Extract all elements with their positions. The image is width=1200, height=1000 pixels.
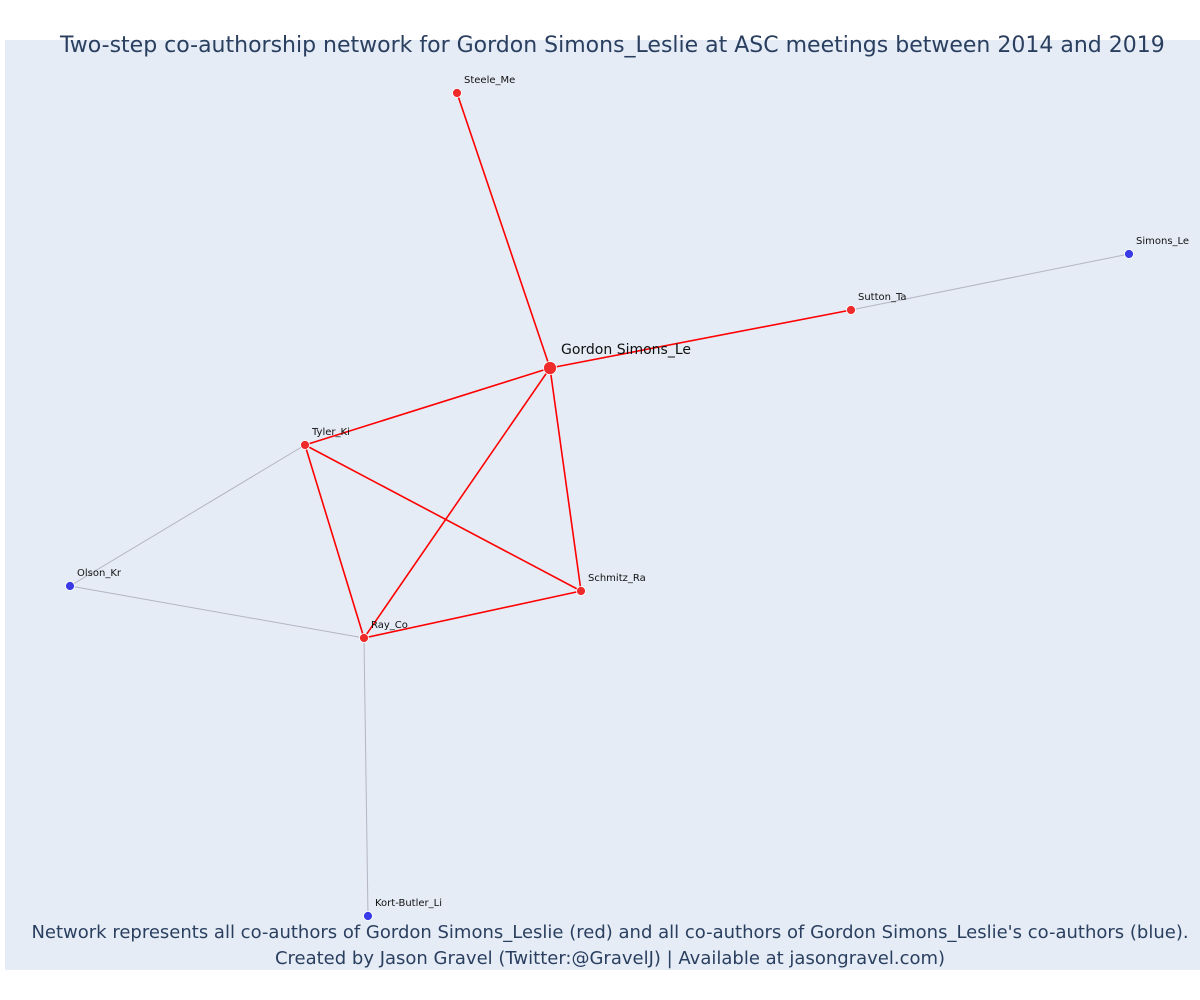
node-tyler[interactable] — [300, 440, 310, 450]
edge-gordon-ray — [363, 367, 551, 639]
edge-gordon-sutton — [549, 309, 852, 369]
caption-line-2: Created by Jason Gravel (Twitter:@Gravel… — [275, 948, 945, 969]
node-kort[interactable] — [363, 911, 373, 921]
node-label-sutton: Sutton_Ta — [858, 292, 907, 303]
edge-ray-kort — [363, 637, 369, 917]
edge-olson-ray — [69, 585, 365, 639]
edge-sutton-simons — [850, 253, 1130, 311]
node-label-ray: Ray_Co — [371, 620, 408, 631]
node-label-schmitz: Schmitz_Ra — [588, 573, 646, 584]
edges-layer — [69, 92, 1130, 917]
edge-ray-schmitz — [363, 590, 582, 639]
node-schmitz[interactable] — [576, 586, 586, 596]
edge-gordon-steele — [456, 92, 551, 369]
chart-title: Two-step co-authorship network for Gordo… — [59, 33, 1165, 58]
labels-layer: Gordon Simons_Le Steele_MeSutton_TaTyler_… — [77, 75, 1189, 909]
edge-tyler-schmitz — [304, 444, 582, 592]
caption-line-1: Network represents all co-authors of Gor… — [31, 922, 1188, 943]
edge-gordon-tyler — [304, 367, 551, 446]
node-label-olson: Olson_Kr — [77, 568, 122, 579]
node-sutton[interactable] — [846, 305, 856, 315]
node-steele[interactable] — [452, 88, 462, 98]
node-label-gordon: Gordon Simons_Le — [561, 342, 691, 358]
plot-background — [5, 40, 1200, 970]
node-ray[interactable] — [359, 633, 369, 643]
node-gordon[interactable] — [543, 361, 557, 375]
nodes-layer — [65, 88, 1134, 921]
edge-tyler-olson — [69, 444, 306, 587]
node-label-simons: Simons_Le — [1136, 236, 1189, 247]
node-label-kort: Kort-Butler_Li — [375, 898, 442, 909]
node-olson[interactable] — [65, 581, 75, 591]
edge-gordon-schmitz — [549, 367, 582, 592]
node-label-tyler: Tyler_Ki — [311, 427, 350, 438]
node-label-steele: Steele_Me — [464, 75, 515, 86]
node-simons[interactable] — [1124, 249, 1134, 259]
edge-tyler-ray — [304, 444, 365, 639]
